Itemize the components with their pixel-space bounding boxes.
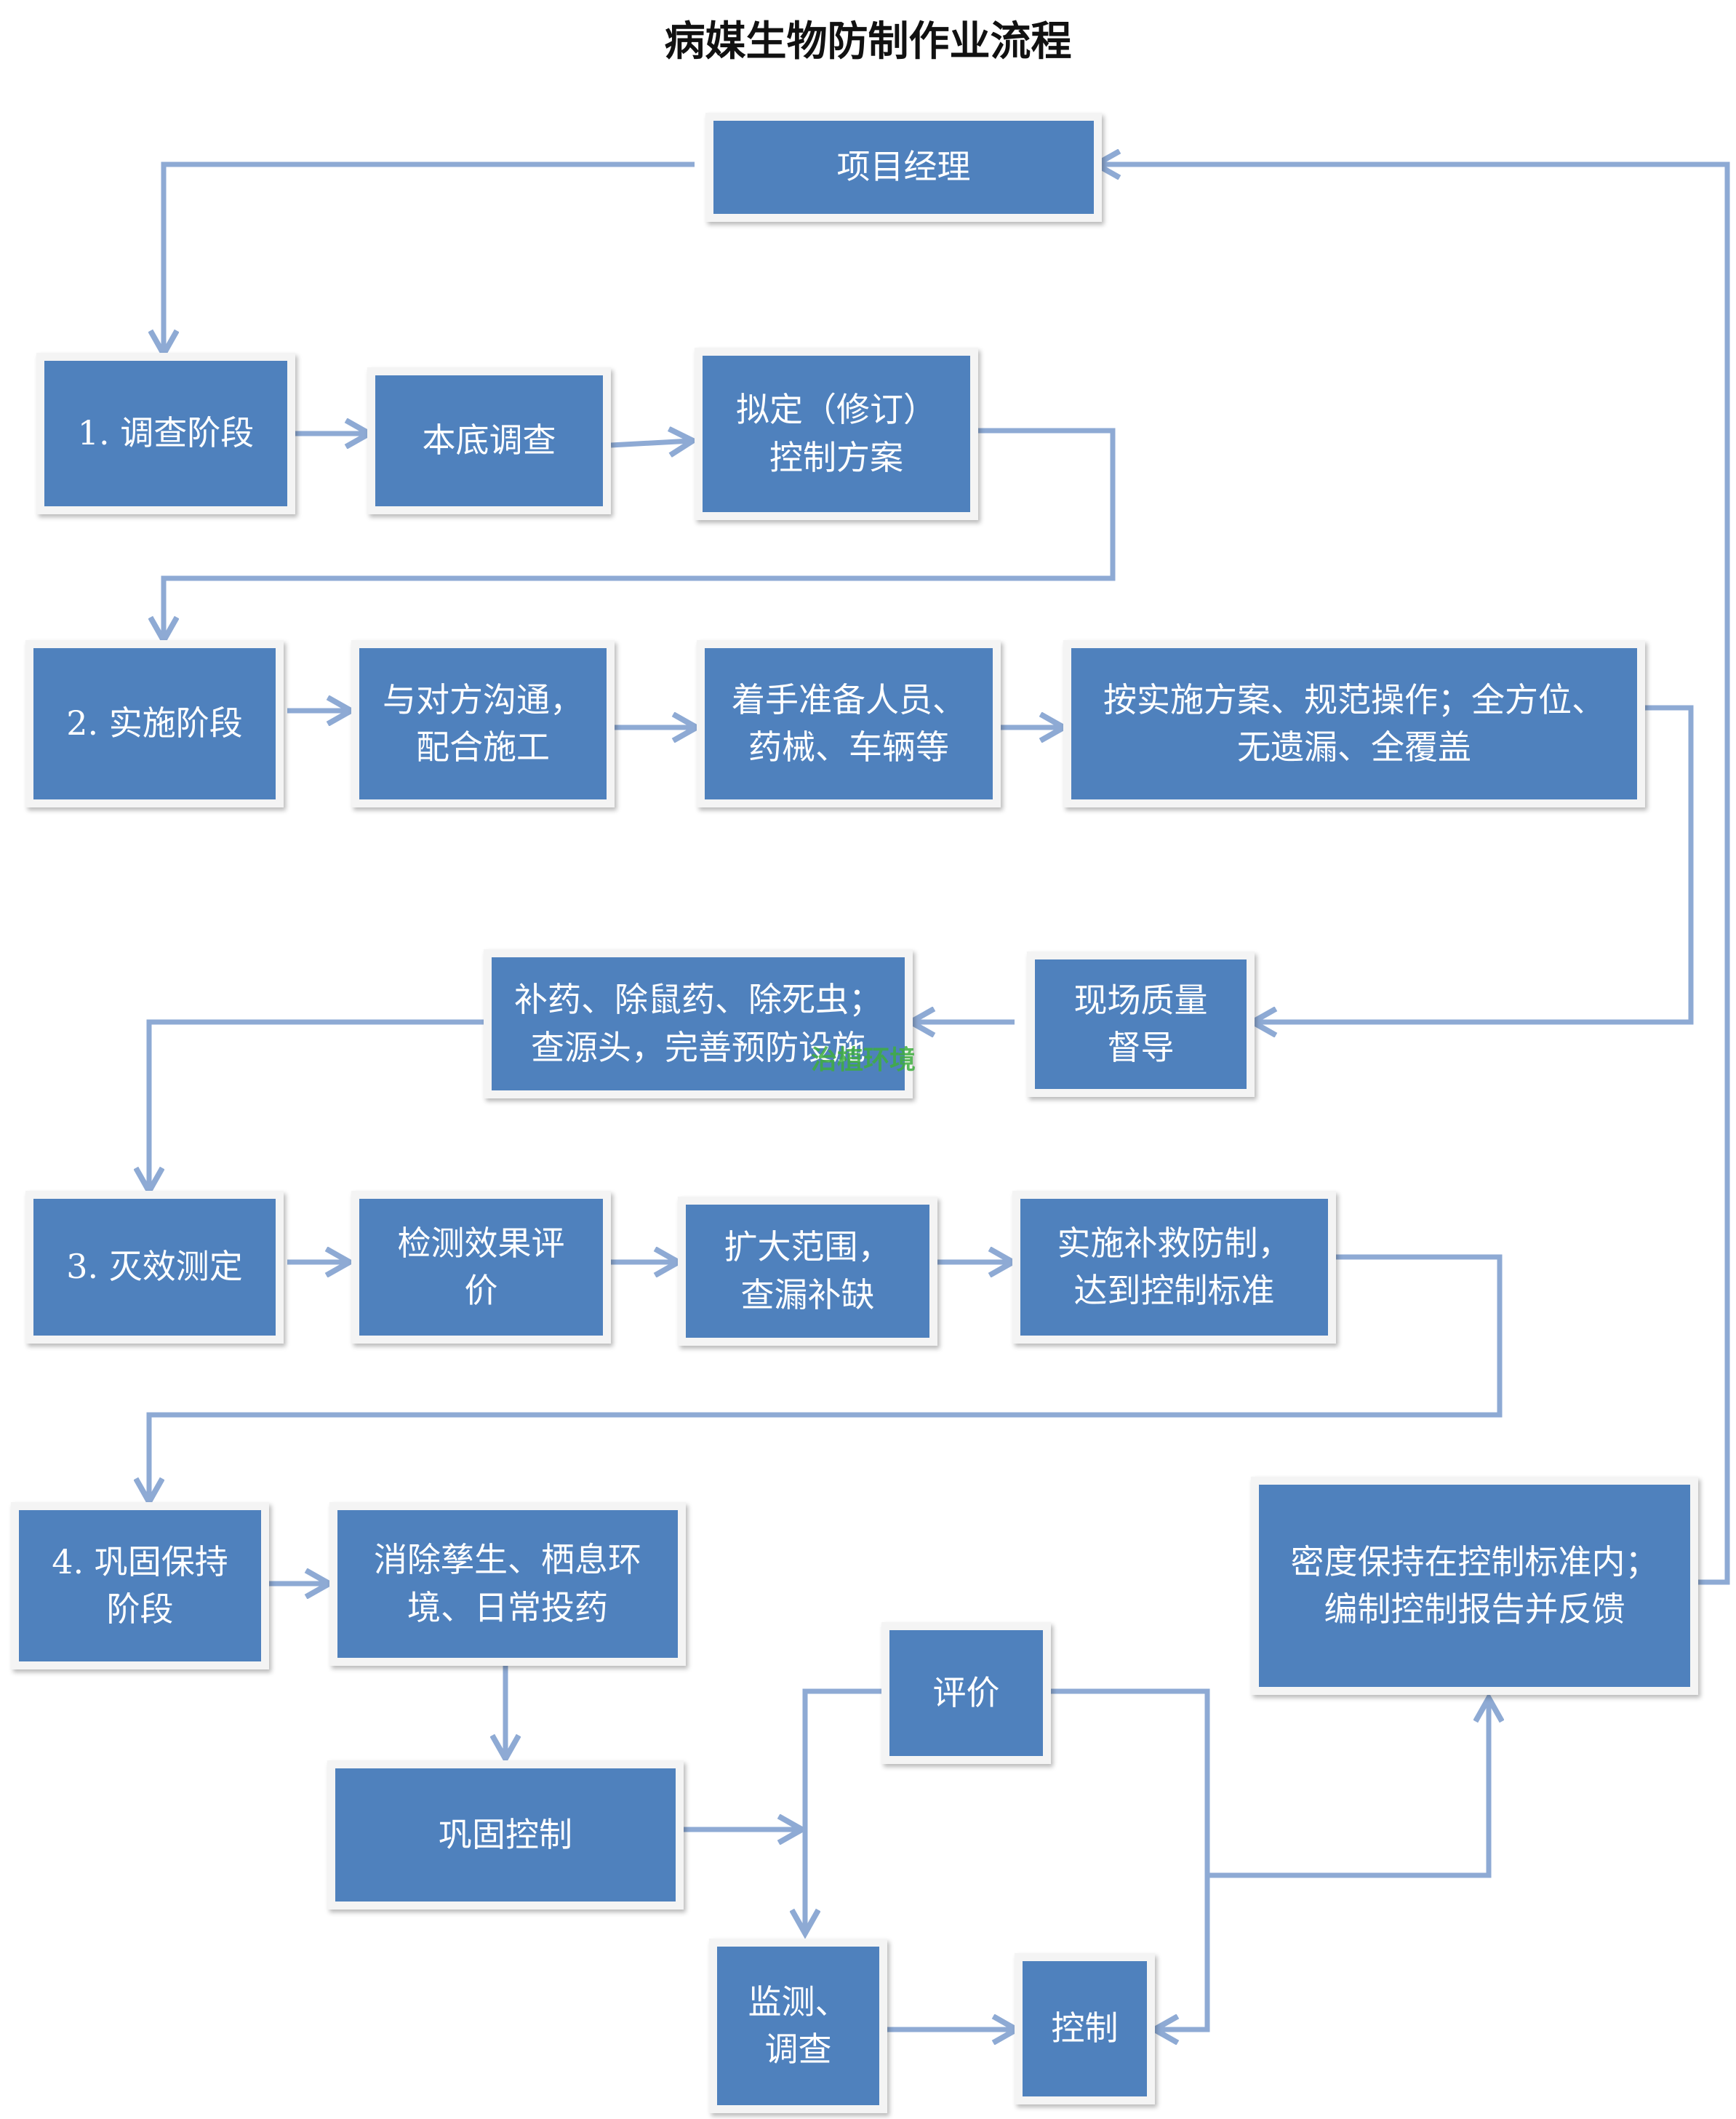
node-label: 扩大范围， 查漏补缺 — [724, 1227, 892, 1314]
node-label: 巩固控制 — [439, 1814, 572, 1854]
node-label: 评价 — [932, 1672, 1000, 1712]
diagram-title: 病媒生物防制作业流程 — [664, 17, 1072, 65]
arrow-maintain-to-pm — [1098, 164, 1730, 1585]
arrow-to-maintain — [1207, 1700, 1489, 1878]
arrow-plan-to-s2 — [164, 428, 1116, 639]
node-label: 检测效果评 价 — [397, 1223, 565, 1310]
node-label: 3. 灭效测定 — [66, 1247, 243, 1287]
node-label: 2. 实施阶段 — [66, 703, 243, 743]
node-salvage: 实施补救防制， 达到控制标准 — [1012, 1191, 1336, 1344]
node-label: 现场质量 督导 — [1073, 980, 1208, 1067]
node-draft-plan: 拟定（修订） 控制方案 — [695, 348, 978, 520]
node-label: 消除孳生、栖息环 境、日常投药 — [374, 1540, 641, 1627]
node-eliminate: 消除孳生、栖息环 境、日常投药 — [329, 1502, 686, 1666]
node-evaluate-effect: 检测效果评 价 — [351, 1191, 611, 1344]
arrow-base-to-plan — [610, 441, 691, 445]
node-label: 本底调查 — [422, 420, 556, 460]
node-label: 拟定（修订） 控制方案 — [736, 390, 937, 477]
node-stage2-implement: 2. 实施阶段 — [25, 640, 284, 807]
node-monitor-survey: 监测、 调查 — [709, 1939, 887, 2113]
node-control: 控制 — [1015, 1953, 1155, 2104]
watermark: 治植环境 — [811, 1045, 916, 1075]
node-stage1-survey: 1. 调查阶段 — [36, 353, 295, 514]
node-assess: 评价 — [881, 1622, 1051, 1764]
node-label: 4. 巩固保持 阶段 — [52, 1541, 228, 1629]
node-stage4-consolidate: 4. 巩固保持 阶段 — [11, 1502, 269, 1669]
node-communicate: 与对方沟通， 配合施工 — [351, 640, 615, 807]
node-project-manager: 项目经理 — [705, 113, 1102, 222]
arrow-operate-to-supervise — [1255, 705, 1694, 1022]
node-label: 控制 — [1051, 2008, 1119, 2048]
node-remedy: 补药、除鼠药、除死虫； 查源头，完善预防设施 — [484, 949, 913, 1098]
node-label: 实施补救防制， 达到控制标准 — [1057, 1223, 1292, 1310]
node-consolidate-control: 巩固控制 — [327, 1760, 684, 1910]
node-label: 按实施方案、规范操作；全方位、 无遗漏、全覆盖 — [1103, 679, 1605, 767]
node-maintain-density: 密度保持在控制标准内； 编制控制报告并反馈 — [1251, 1477, 1698, 1695]
arrow-salvage-to-s4 — [149, 1254, 1503, 1500]
arrow-remedy-to-s3 — [149, 1019, 487, 1189]
arrow-assess-to-control — [1047, 1688, 1210, 2030]
node-label: 补药、除鼠药、除死虫； 查源头，完善预防设施 — [514, 980, 882, 1067]
node-stage3-effect: 3. 灭效测定 — [25, 1191, 284, 1344]
node-label: 1. 调查阶段 — [77, 413, 255, 453]
node-label: 与对方沟通， 配合施工 — [383, 679, 583, 767]
node-expand-scope: 扩大范围， 查漏补缺 — [678, 1197, 937, 1346]
node-operate: 按实施方案、规范操作；全方位、 无遗漏、全覆盖 — [1063, 640, 1645, 807]
arrow-pm-to-s1 — [164, 161, 695, 352]
node-label: 项目经理 — [836, 147, 971, 187]
node-label: 监测、 调查 — [748, 1982, 849, 2069]
arrow-assess-to-monitor — [805, 1688, 889, 1931]
node-prepare: 着手准备人员、 药械、车辆等 — [697, 640, 1001, 807]
node-base-survey: 本底调查 — [367, 367, 611, 514]
node-label: 密度保持在控制标准内； 编制控制报告并反馈 — [1290, 1541, 1659, 1629]
node-label: 着手准备人员、 药械、车辆等 — [732, 679, 966, 767]
node-quality-supervise: 现场质量 督导 — [1027, 951, 1255, 1097]
